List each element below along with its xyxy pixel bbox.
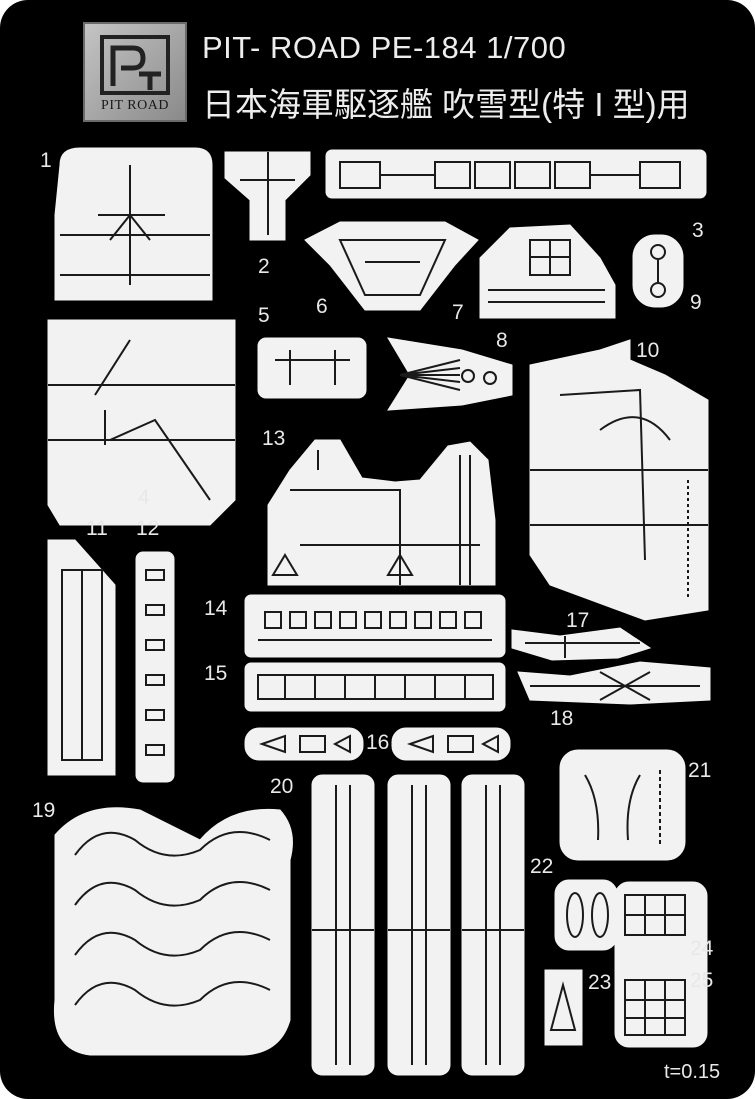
logo-text: PIT ROAD [101, 98, 169, 113]
label-part-6: 6 [316, 295, 328, 318]
label-part-2: 2 [258, 255, 270, 278]
part-1 [54, 147, 213, 301]
label-part-23: 23 [588, 971, 612, 994]
part-20-c [461, 774, 525, 1076]
part-16-a [244, 727, 364, 761]
part-18 [517, 661, 711, 705]
product-title: PIT- ROAD PE-184 1/700 [202, 30, 567, 65]
part-20-b [387, 774, 451, 1076]
part-24-25 [614, 881, 708, 1048]
label-part-16: 16 [366, 731, 390, 754]
label-part-10: 10 [636, 339, 660, 362]
part-12-beads [145, 569, 165, 756]
label-part-25: 25 [690, 969, 714, 992]
label-part-3: 3 [692, 219, 704, 242]
part-20-a [311, 774, 375, 1076]
part-12 [135, 551, 175, 783]
part-6 [304, 221, 479, 311]
part-5 [257, 337, 367, 399]
logo-monogram-icon [100, 35, 170, 95]
part-10 [529, 339, 709, 621]
label-part-15: 15 [204, 662, 228, 685]
label-part-13: 13 [262, 427, 286, 450]
label-part-21: 21 [688, 759, 712, 782]
label-part-12: 12 [136, 517, 160, 540]
label-part-17: 17 [566, 609, 590, 632]
part-21 [559, 749, 686, 861]
label-part-1: 1 [40, 149, 52, 172]
label-part-7: 7 [452, 301, 464, 324]
sheet-thickness-label: t=0.15 [664, 1061, 721, 1083]
label-part-20: 20 [270, 775, 294, 798]
part-16-b [391, 727, 511, 761]
part-7 [479, 224, 616, 319]
product-subtitle: 日本海軍駆逐艦 吹雪型(特 I 型)用 [202, 86, 690, 123]
part-19 [53, 807, 293, 1056]
strip-cells [339, 161, 681, 189]
label-part-9: 9 [690, 291, 702, 314]
label-part-19: 19 [32, 799, 56, 822]
label-part-4: 4 [138, 486, 150, 509]
part-14-windows [258, 611, 492, 641]
label-part-24: 24 [690, 937, 714, 960]
label-part-8: 8 [496, 329, 508, 352]
label-part-22: 22 [530, 855, 554, 878]
part-13 [267, 439, 496, 586]
label-part-11: 11 [86, 517, 108, 540]
part-23 [544, 969, 583, 1046]
part-14 [244, 594, 506, 658]
label-part-5: 5 [258, 304, 270, 327]
label-part-14: 14 [204, 597, 228, 620]
label-part-18: 18 [550, 707, 574, 730]
pit-road-logo: PIT ROAD [83, 22, 187, 122]
part-4 [47, 319, 236, 526]
